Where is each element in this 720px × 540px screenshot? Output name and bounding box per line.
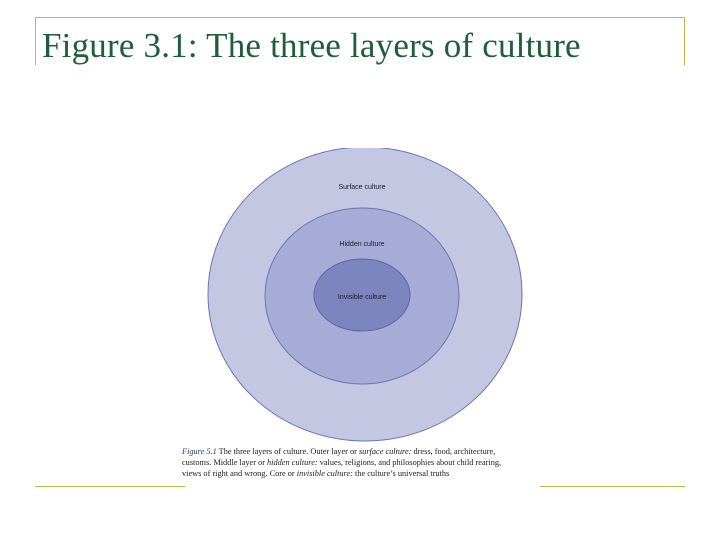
invisible-culture-label: Invisible culture	[338, 294, 386, 301]
surface-culture-label: Surface culture	[338, 184, 385, 191]
caption-text: dress, food, architecture,	[411, 447, 496, 456]
caption-text: the culture’s universal truths	[352, 469, 450, 478]
caption-text: views of right and wrong. Core or	[182, 469, 297, 478]
caption-text: The three layers of culture. Outer layer…	[216, 447, 359, 456]
caption-line-2: customs. Middle layer or hidden culture:…	[182, 457, 544, 468]
caption-text: customs. Middle layer or	[182, 458, 268, 467]
caption-line-1: Figure 5.1 The three layers of culture. …	[182, 446, 544, 457]
right-rule-tick	[684, 17, 685, 65]
caption-term: invisible culture:	[296, 469, 353, 478]
left-rule-tick	[35, 17, 36, 65]
caption-line-3: views of right and wrong. Core or invisi…	[182, 468, 544, 479]
figure-caption: Figure 5.1 The three layers of culture. …	[182, 446, 544, 479]
caption-figure-ref: Figure 5.1	[182, 447, 217, 456]
caption-term: surface culture:	[358, 447, 412, 456]
culture-layers-diagram: Surface culture Hidden culture Invisible…	[207, 148, 523, 442]
hidden-culture-label: Hidden culture	[339, 241, 384, 248]
caption-text: values, religions, and philosophies abou…	[317, 458, 502, 467]
bottom-right-rule	[540, 486, 685, 487]
caption-term: hidden culture:	[267, 458, 318, 467]
top-rule	[35, 17, 685, 18]
invisible-culture-layer	[313, 258, 411, 332]
bottom-left-rule	[35, 486, 185, 487]
culture-layers-figure: Surface culture Hidden culture Invisible…	[180, 148, 542, 488]
slide-title: Figure 3.1: The three layers of culture	[42, 26, 581, 65]
